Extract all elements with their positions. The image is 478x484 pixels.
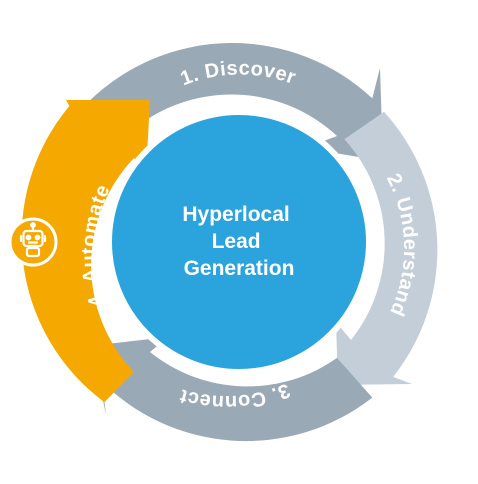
robot-icon xyxy=(19,222,47,258)
segment-discover xyxy=(88,43,384,161)
segment-automate xyxy=(21,100,151,403)
center-line-1: Hyperlocal xyxy=(182,203,289,226)
center-line-3: Generation xyxy=(184,257,295,280)
center-line-2: Lead xyxy=(212,230,261,253)
center-circle xyxy=(106,109,372,375)
segment-connect xyxy=(98,337,373,442)
robot-badge xyxy=(8,217,58,267)
segment-understand xyxy=(336,111,438,386)
center-title: Hyperlocal Lead Generation xyxy=(182,203,295,280)
